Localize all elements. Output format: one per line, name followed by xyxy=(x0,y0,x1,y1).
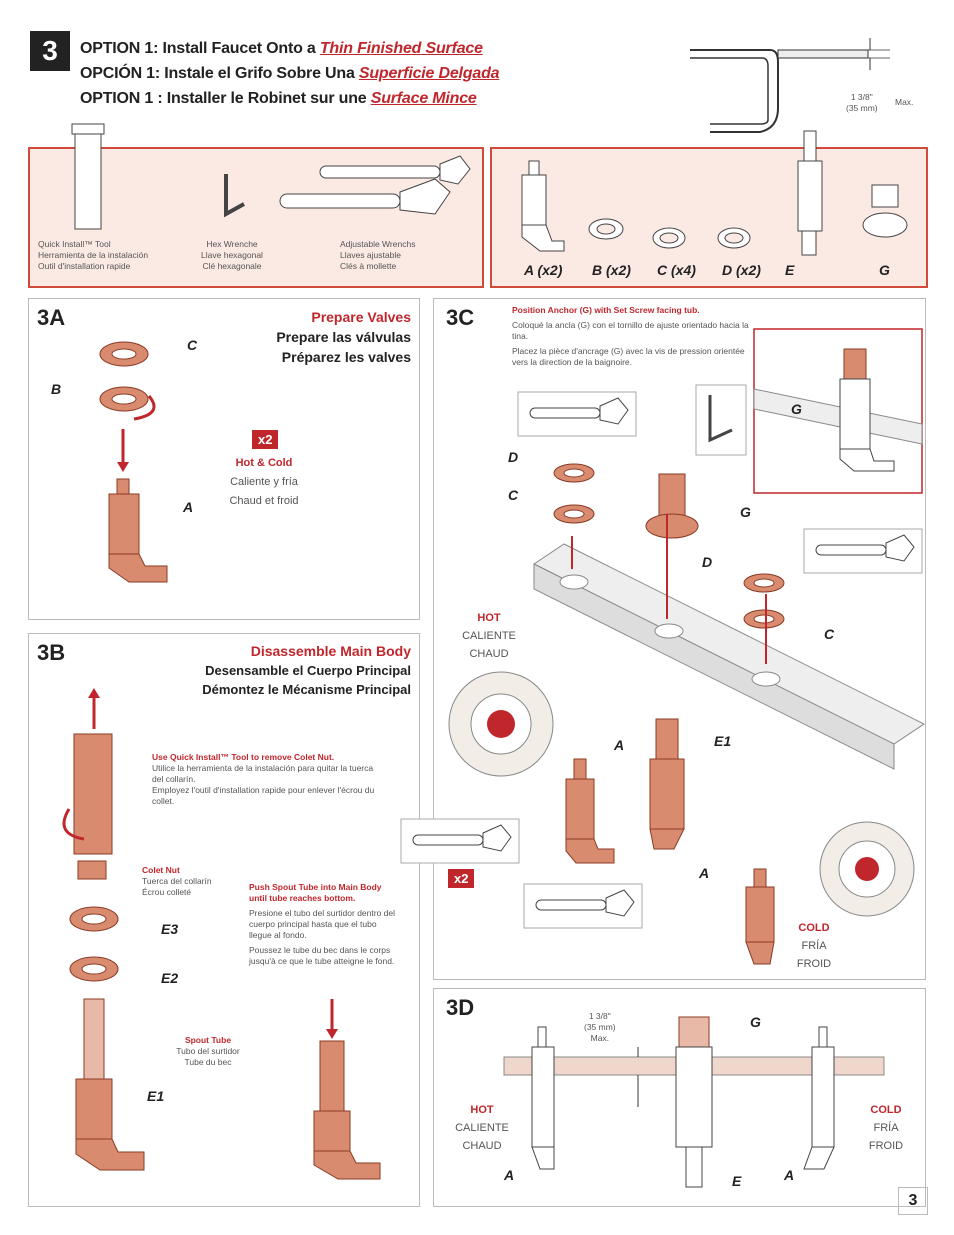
header-link-es: Superficie Delgada xyxy=(358,65,500,82)
washer-stack-right xyxy=(743,573,785,629)
section-3b-panel: 3B Disassemble Main Body Desensamble el … xyxy=(28,633,420,1207)
push-spout-illustration xyxy=(313,999,381,1180)
section-3b-title: Disassemble Main Body Desensamble el Cue… xyxy=(202,643,411,697)
section-3c-panel: 3C Position Anchor (G) with Set Screw fa… xyxy=(400,298,926,980)
3d-label-a2: A xyxy=(784,1167,795,1183)
3c-label-a1: A xyxy=(614,737,625,753)
section-3c-id: 3C xyxy=(446,305,475,330)
quick-install-tool-icon xyxy=(71,123,105,230)
washer-part-c-icon xyxy=(652,227,686,249)
section-3b-id: 3B xyxy=(37,640,66,665)
3d-hot-label: HOT CALIENTE CHAUD xyxy=(455,1104,509,1152)
3b-spout-tube-caption: Spout Tube Tubo del surtidor Tube du bec xyxy=(176,1035,240,1067)
section-3a-title: Prepare Valves Prepare las válvulas Prép… xyxy=(276,309,411,365)
wrench-icon-3 xyxy=(400,818,520,864)
3b-label-e2: E2 xyxy=(161,970,179,986)
part-b-label: B (x2) xyxy=(592,262,631,278)
3c-hot-label: HOT CALIENTE CHAUD xyxy=(462,612,516,660)
anchor-part-g-icon xyxy=(862,184,908,238)
parts-panel: A (x2) B (x2) C (x4) D (x2) E G xyxy=(490,130,928,288)
thin-surface-illustration xyxy=(690,38,890,133)
thickness-max: Max. xyxy=(895,97,914,107)
3b-label-e1: E1 xyxy=(147,1088,165,1104)
part-d-label: D (x2) xyxy=(722,262,761,278)
hex-wrench-icon xyxy=(224,174,245,218)
anchor-g-illustration xyxy=(645,473,699,539)
3c-label-c2: C xyxy=(824,626,835,642)
thickness-spec: 1 3/8"(35 mm) xyxy=(846,92,878,113)
disassemble-illustration xyxy=(62,688,145,1171)
3c-anchor-note: Position Anchor (G) with Set Screw facin… xyxy=(512,305,749,367)
anchor-detail-illustration xyxy=(753,328,923,494)
3d-thickness-spec: 1 3/8" (35 mm) Max. xyxy=(584,1011,616,1043)
3b-colet-nut-caption: Colet Nut Tuerca del collarín Écrou coll… xyxy=(142,865,212,897)
main-body-part-e-icon xyxy=(797,130,823,256)
final-assembly-illustration xyxy=(503,1016,885,1188)
hex-wrench-icon-box xyxy=(695,384,747,456)
section-3d-panel: 3D 1 3/8" (35 mm) Max. G HOT CALIENTE CH… xyxy=(433,988,926,1207)
lock-ring-part-b-icon xyxy=(588,218,624,240)
section-3d-id: 3D xyxy=(446,995,475,1020)
wrench-icon-2 xyxy=(803,528,923,574)
page-number: 3 xyxy=(898,1187,928,1215)
3d-cold-label: COLD FRÍA FROID xyxy=(868,1104,904,1152)
3d-label-e: E xyxy=(732,1173,742,1189)
header-line-fr: OPTION 1 : Installer le Robinet sur une … xyxy=(80,90,477,107)
3b-label-e3: E3 xyxy=(161,921,179,937)
3c-label-d1: D xyxy=(508,449,519,465)
step-number: 3 xyxy=(30,31,70,71)
3c-label-g1: G xyxy=(791,401,802,417)
3a-label-c: C xyxy=(187,337,198,353)
header-line-es: OPCIÓN 1: Instale el Grifo Sobre Una Sup… xyxy=(80,65,500,82)
hot-valve-detail-circle xyxy=(448,671,554,777)
3c-x2-badge: x2 xyxy=(448,869,475,888)
header-link-fr: Surface Mince xyxy=(370,90,477,107)
3a-x2-badge: x2 xyxy=(252,430,279,449)
3c-label-g2: G xyxy=(740,504,751,520)
wrench-icon-1 xyxy=(517,391,637,437)
section-3a-panel: 3A Prepare Valves Prepare las válvulas P… xyxy=(28,298,420,620)
3c-label-c1: C xyxy=(508,487,519,503)
section-3a-id: 3A xyxy=(37,305,66,330)
deck-surface-illustration xyxy=(533,514,925,770)
cold-valve-detail-circle xyxy=(819,821,915,917)
3b-push-note: Push Spout Tube into Main Body until tub… xyxy=(249,882,396,966)
washer-stack-left xyxy=(553,463,595,524)
header-line-en: OPTION 1: Install Faucet Onto a Thin Fin… xyxy=(80,40,483,57)
part-a-label: A (x2) xyxy=(524,262,563,278)
3c-cold-label: COLD FRÍA FROID xyxy=(796,922,832,970)
3a-label-b: B xyxy=(51,381,62,397)
3c-label-a2: A xyxy=(699,865,710,881)
cold-valve-illustration xyxy=(745,868,775,965)
3c-label-d2: D xyxy=(702,554,713,570)
3a-label-a: A xyxy=(183,499,194,515)
valve-part-a-icon xyxy=(521,160,565,252)
wrench-icon-4 xyxy=(523,883,643,929)
3b-tool-note: Use Quick Install™ Tool to remove Colet … xyxy=(152,752,375,806)
header-link-en: Thin Finished Surface xyxy=(319,40,483,57)
3d-label-a1: A xyxy=(504,1167,515,1183)
3c-label-e1: E1 xyxy=(714,733,732,749)
3a-hot-cold-caption: Hot & Cold Caliente y fría Chaud et froi… xyxy=(229,457,299,507)
part-g-label: G xyxy=(879,262,890,278)
valves-assembly-illustration xyxy=(565,718,685,864)
3d-label-g: G xyxy=(750,1014,761,1030)
washer-part-d-icon xyxy=(717,227,751,249)
prepare-valves-illustration xyxy=(99,341,168,583)
adjustable-wrench-icon xyxy=(279,155,471,215)
part-e-label: E xyxy=(785,262,795,278)
part-c-label: C (x4) xyxy=(657,262,696,278)
